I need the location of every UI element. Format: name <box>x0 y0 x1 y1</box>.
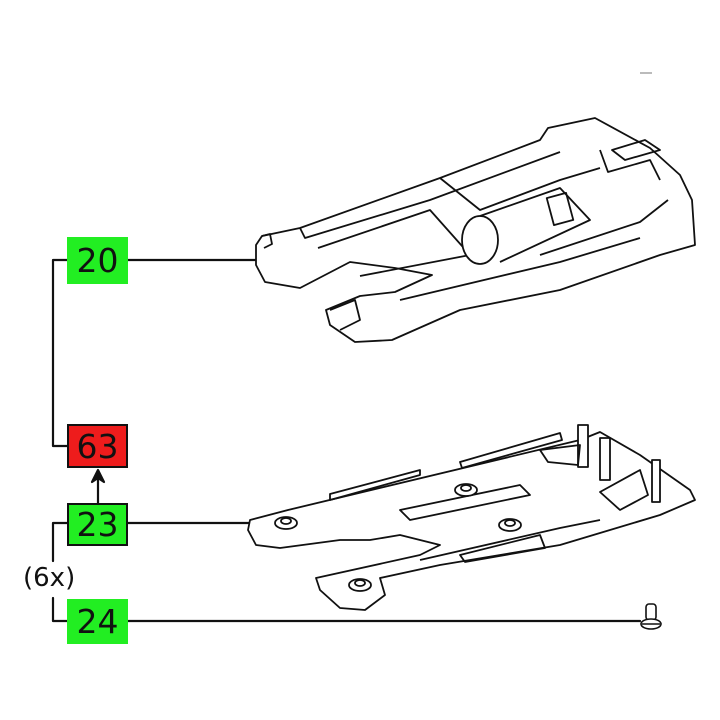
part-label-63[interactable]: 63 <box>67 424 128 468</box>
part-label-20[interactable]: 20 <box>67 237 128 284</box>
screw-drawing <box>640 603 662 630</box>
base-plate-drawing <box>247 424 696 611</box>
part-label-24[interactable]: 24 <box>67 599 128 644</box>
quantity-note: (6x) <box>23 563 76 593</box>
part-label-23[interactable]: 23 <box>67 503 128 546</box>
stray-mark <box>640 72 652 74</box>
upper-housing-drawing <box>255 117 696 343</box>
